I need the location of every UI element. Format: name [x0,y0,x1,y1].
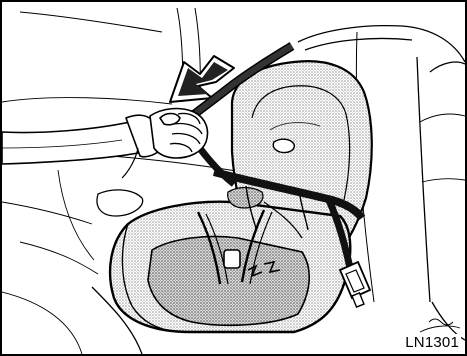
hand-pulling-belt [2,109,208,178]
figure-code: LN1301 [403,334,461,352]
